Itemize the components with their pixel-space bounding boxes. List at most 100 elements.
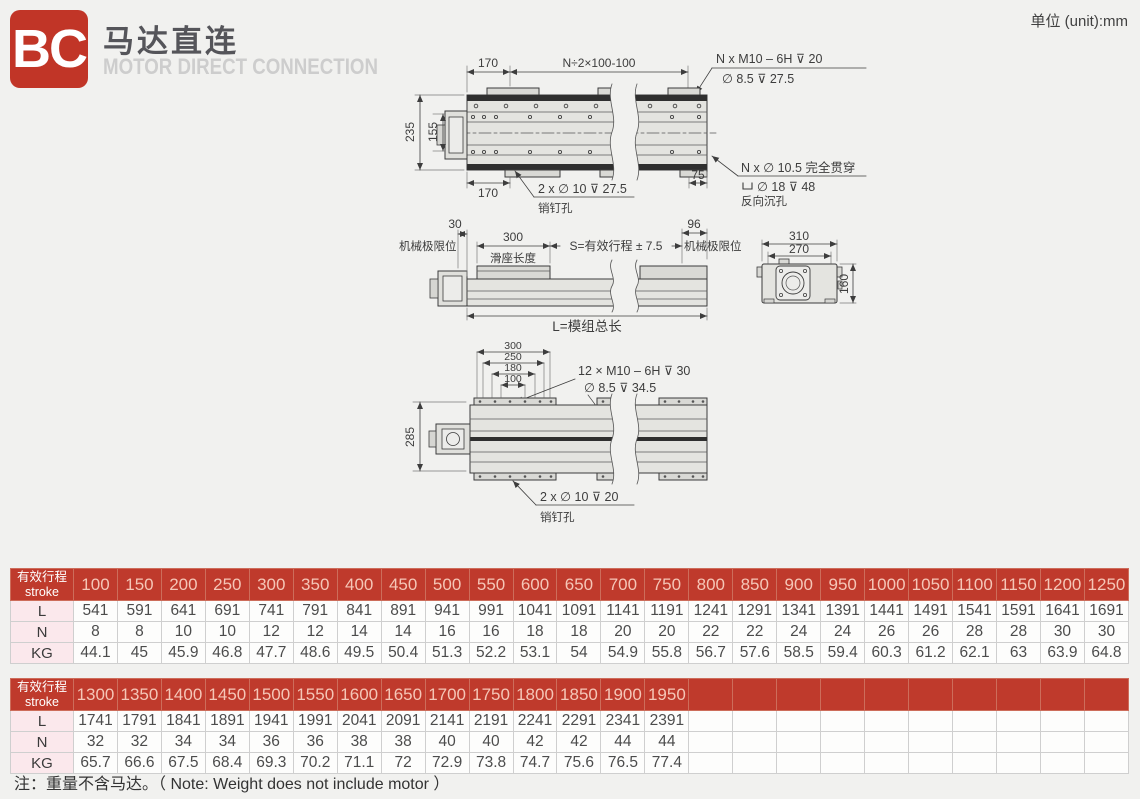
page-subtitle: MOTOR DIRECT CONNECTION xyxy=(103,54,378,79)
value-cell: 55.8 xyxy=(644,642,690,664)
value-cell: 45 xyxy=(116,642,162,664)
value-cell: 71.1 xyxy=(336,752,382,774)
value-cell xyxy=(952,710,998,732)
stroke-column-header: 700 xyxy=(600,568,646,601)
value-cell: 2341 xyxy=(600,710,646,732)
value-cell: 1341 xyxy=(776,600,822,622)
value-cell: 42 xyxy=(556,731,602,753)
value-cell xyxy=(1083,710,1130,732)
value-cell: 77.4 xyxy=(644,752,690,774)
total-length-label: L=模组总长 xyxy=(552,319,622,334)
slider-length-label: 滑座长度 xyxy=(490,251,536,265)
value-cell: 45.9 xyxy=(160,642,206,664)
value-cell: 891 xyxy=(380,600,426,622)
callout-pin-holes-bottom: 2 x ∅ 10 ⊽ 20 xyxy=(540,490,618,504)
value-cell xyxy=(864,710,910,732)
value-cell: 44.1 xyxy=(73,642,118,664)
value-cell: 72.9 xyxy=(424,752,470,774)
value-cell: 72 xyxy=(380,752,426,774)
bc-logo: BC xyxy=(10,10,88,88)
bottom-view-drawing: 300 250 180 100 12 × M10 – 6H ⊽ 30 ∅ 8.5… xyxy=(403,340,708,524)
side-view-drawing: 30 机械极限位 300 滑座长度 S=有效行程 ± 7.5 96 机械极限位 … xyxy=(399,217,742,334)
dim-270: 270 xyxy=(789,242,809,256)
stroke-column-header: 1350 xyxy=(116,678,162,711)
value-cell: 1841 xyxy=(160,710,206,732)
value-cell: 30 xyxy=(1083,621,1130,643)
stroke-column-header: 1650 xyxy=(380,678,426,711)
value-cell: 2041 xyxy=(336,710,382,732)
stroke-column-header-empty xyxy=(820,678,866,711)
value-cell: 641 xyxy=(160,600,206,622)
stroke-column-header: 600 xyxy=(512,568,558,601)
value-cell: 38 xyxy=(336,731,382,753)
stroke-column-header: 1950 xyxy=(644,678,690,711)
value-cell: 51.3 xyxy=(424,642,470,664)
value-cell: 16 xyxy=(468,621,514,643)
value-cell: 1741 xyxy=(73,710,118,732)
value-cell: 20 xyxy=(644,621,690,643)
value-cell xyxy=(688,731,734,753)
dim-250: 250 xyxy=(504,351,522,363)
value-cell xyxy=(820,731,866,753)
value-cell: 16 xyxy=(424,621,470,643)
end-view-drawing: 310 270 160 xyxy=(756,229,857,304)
unit-label: 单位 (unit):mm xyxy=(1030,13,1128,30)
row-label: L xyxy=(10,600,74,622)
stroke-column-header: 1300 xyxy=(73,678,118,711)
value-cell: 22 xyxy=(688,621,734,643)
stroke-column-header-empty xyxy=(864,678,910,711)
dim-180: 180 xyxy=(504,362,522,374)
value-cell: 2391 xyxy=(644,710,690,732)
value-cell: 1641 xyxy=(1039,600,1085,622)
page-title: 马达直连 xyxy=(103,24,239,59)
value-cell: 61.2 xyxy=(908,642,954,664)
stroke-column-header-empty xyxy=(996,678,1041,711)
callout-d85-bottom: ∅ 8.5 ⊽ 34.5 xyxy=(584,381,656,395)
dim-96: 96 xyxy=(687,217,701,231)
value-cell: 8 xyxy=(116,621,162,643)
value-cell: 67.5 xyxy=(160,752,206,774)
counterbore-label: 反向沉孔 xyxy=(741,194,787,208)
value-cell: 59.4 xyxy=(820,642,866,664)
value-cell: 49.5 xyxy=(336,642,382,664)
dim-170-bottom: 170 xyxy=(478,186,498,200)
stroke-column-header: 1500 xyxy=(248,678,294,711)
row-label: KG xyxy=(10,752,74,774)
stroke-column-header: 1150 xyxy=(996,568,1041,601)
value-cell: 12 xyxy=(292,621,338,643)
value-cell xyxy=(732,731,778,753)
value-cell: 1491 xyxy=(908,600,954,622)
value-cell xyxy=(1039,731,1085,753)
value-cell: 62.1 xyxy=(952,642,998,664)
value-cell xyxy=(952,752,998,774)
value-cell xyxy=(688,710,734,732)
value-cell: 74.7 xyxy=(512,752,558,774)
dim-30: 30 xyxy=(448,217,462,231)
stroke-column-header: 1000 xyxy=(864,568,910,601)
value-cell: 2291 xyxy=(556,710,602,732)
value-cell: 34 xyxy=(204,731,250,753)
callout-through-holes: N x ∅ 10.5 完全贯穿 xyxy=(741,160,855,175)
stroke-column-header-empty xyxy=(1039,678,1085,711)
mech-limit-left: 机械极限位 xyxy=(399,239,457,253)
value-cell: 28 xyxy=(952,621,998,643)
stroke-column-header: 1750 xyxy=(468,678,514,711)
value-cell: 2141 xyxy=(424,710,470,732)
value-cell xyxy=(908,731,954,753)
stroke-column-header-empty xyxy=(732,678,778,711)
value-cell: 73.8 xyxy=(468,752,514,774)
value-cell: 42 xyxy=(512,731,558,753)
dim-155: 155 xyxy=(426,122,440,142)
value-cell: 30 xyxy=(1039,621,1085,643)
stroke-column-header: 1250 xyxy=(1083,568,1130,601)
stroke-column-header: 1900 xyxy=(600,678,646,711)
technical-drawings: 170 N÷2×100-100 N x M10 – 6H ⊽ 20 ∅ 8.5 … xyxy=(399,52,867,524)
dim-300-slider: 300 xyxy=(503,230,523,244)
value-cell: 26 xyxy=(864,621,910,643)
stroke-column-header: 300 xyxy=(248,568,294,601)
stroke-column-header: 1200 xyxy=(1039,568,1085,601)
dim-170-top: 170 xyxy=(478,56,498,70)
